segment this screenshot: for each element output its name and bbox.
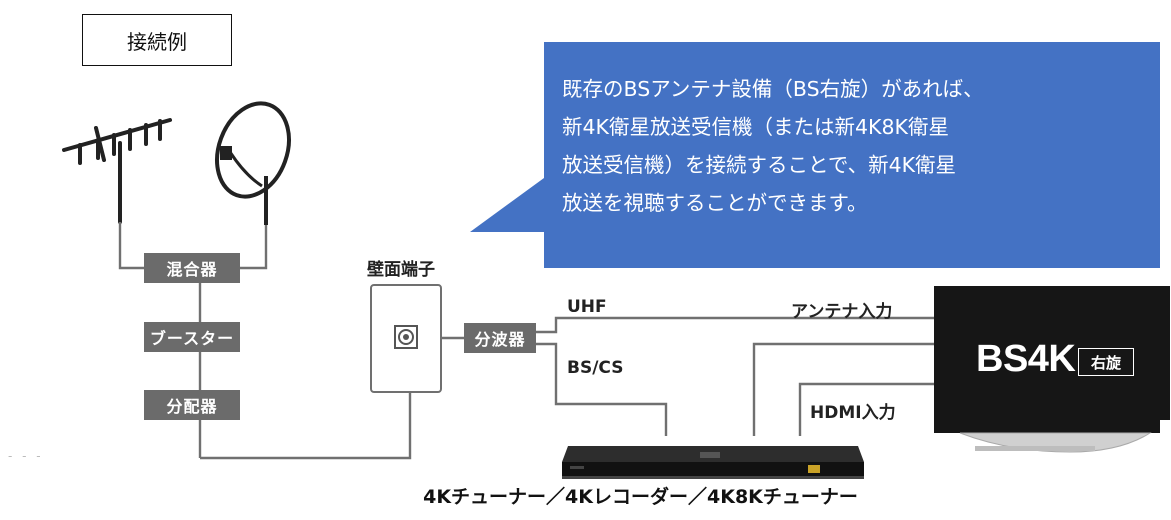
callout-text: 既存のBSアンテナ設備（BS右旋）があれば、 新4K衛星放送受信機（または新4K…	[562, 77, 984, 215]
hdmi-input-label: HDMI入力	[810, 403, 896, 423]
recorder-device	[562, 446, 864, 479]
splitter-box: 分波器	[464, 323, 536, 353]
wall-terminal-label: 壁面端子	[367, 260, 435, 280]
dash-marks: - - -	[8, 449, 44, 463]
device-caption: 4Kチューナー／4Kレコーダー／4K8Kチューナー	[423, 486, 858, 508]
tv-right-badge: 右旋	[1078, 348, 1134, 376]
uhf-label: UHF	[567, 297, 607, 317]
antenna-input-label: アンテナ入力	[791, 302, 893, 322]
distributor-box: 分配器	[144, 390, 240, 420]
uhf-antenna-icon	[62, 118, 172, 224]
bscs-label: BS/CS	[567, 358, 624, 378]
tv-bs4k-text: BS4K	[976, 338, 1076, 380]
wall-terminal-plate	[370, 284, 442, 393]
bs-dish-icon	[215, 101, 291, 225]
booster-box: ブースター	[144, 322, 240, 352]
tv-set	[934, 286, 1171, 453]
callout-bubble	[470, 42, 1160, 268]
example-title: 接続例	[82, 14, 232, 66]
mixer-box: 混合器	[144, 253, 240, 283]
